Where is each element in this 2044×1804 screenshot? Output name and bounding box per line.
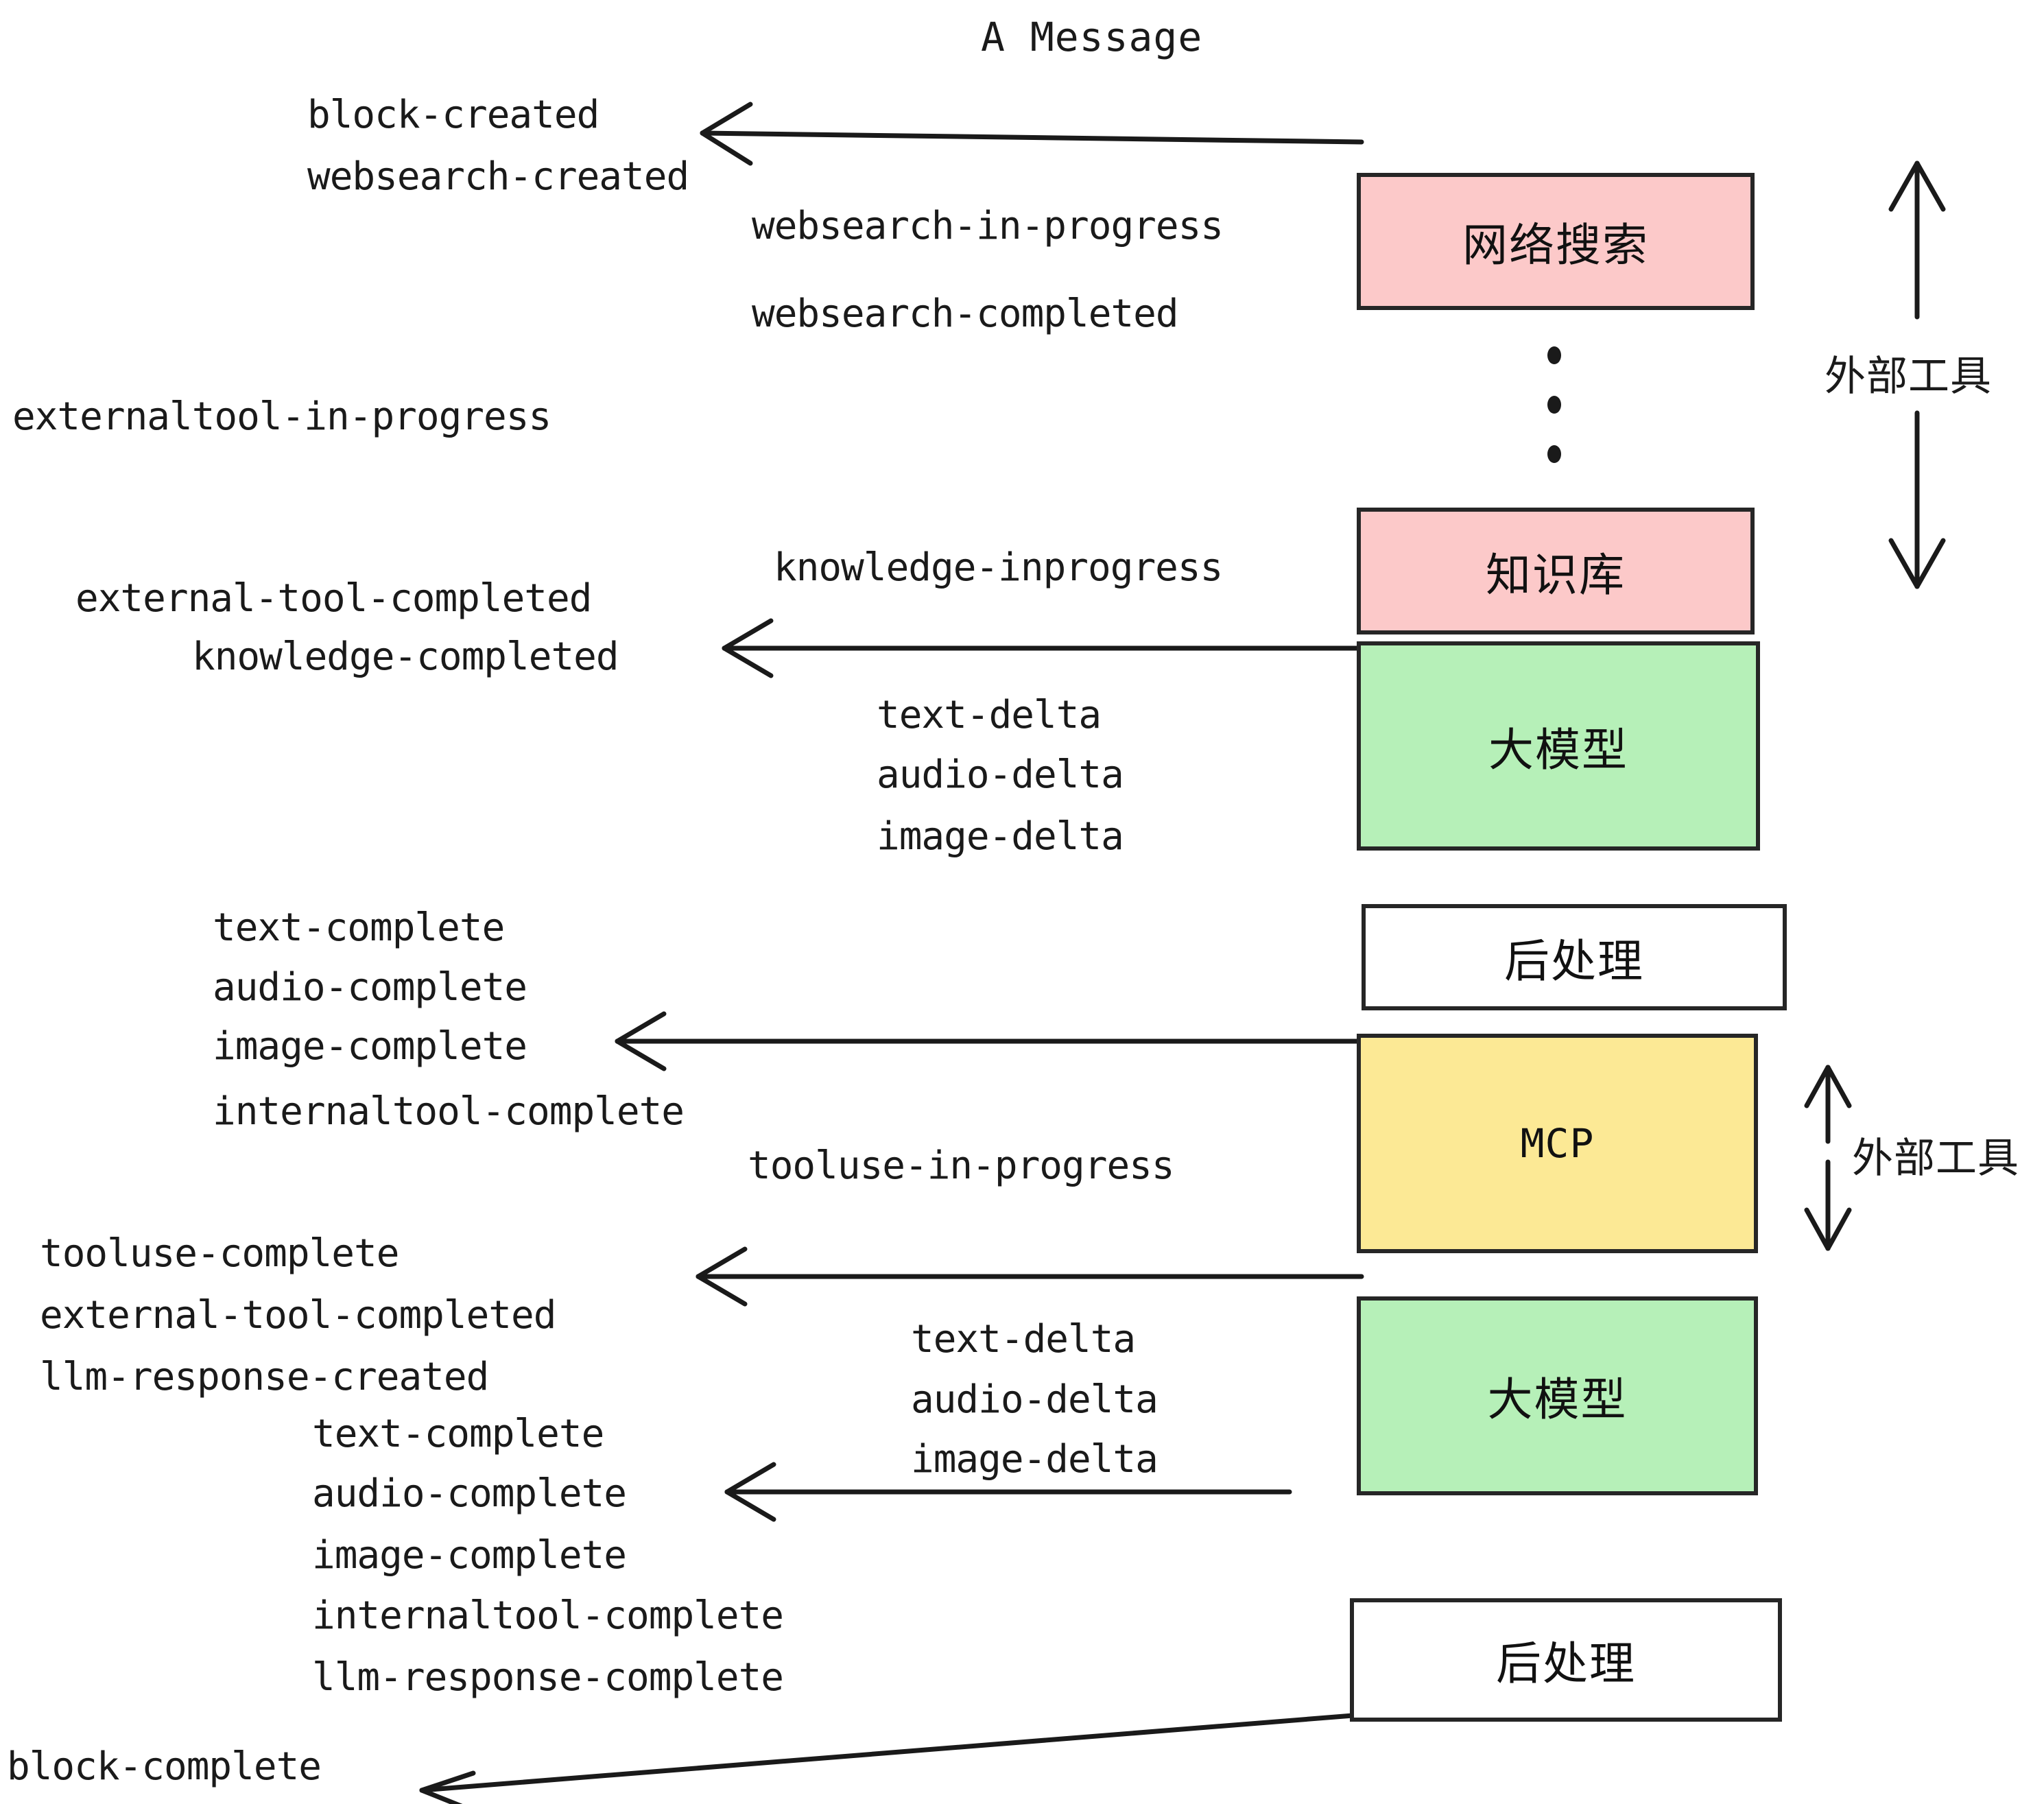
event-label-internaltool-complete-1: internaltool-complete [213,1089,685,1134]
event-label-block-complete: block-complete [7,1744,322,1789]
node-mcp-label: MCP [1520,1120,1595,1167]
event-label-text-complete-1: text-complete [213,905,505,950]
event-label-audio-delta-2: audio-delta [911,1377,1158,1422]
event-label-text-delta-2: text-delta [911,1317,1136,1362]
event-label-audio-complete-1: audio-complete [213,965,527,1010]
arrow-post2-to-blockcomplete [419,1712,1364,1793]
ellipsis-dot-icon [1547,445,1561,463]
side-label-external-tools-mcp: 外部工具 [1852,1135,2019,1183]
event-label-websearch-completed: websearch-completed [752,292,1179,336]
event-label-audio-complete-2: audio-complete [312,1471,627,1516]
event-label-externaltool-in-progress: externaltool-in-progress [12,394,551,439]
event-label-external-tool-completed-2: external-tool-completed [40,1293,556,1338]
node-llm-first-label: 大模型 [1488,723,1628,776]
event-label-tooluse-in-progress: tooluse-in-progress [748,1143,1175,1188]
ellipsis-dot-icon [1547,346,1561,364]
event-label-knowledge-inprogress: knowledge-inprogress [774,545,1223,590]
event-label-image-delta-1: image-delta [877,814,1124,859]
event-label-image-complete-2: image-complete [312,1533,627,1578]
node-knowledge[interactable]: 知识库 [1357,508,1755,634]
node-llm-first[interactable]: 大模型 [1357,641,1760,851]
node-postprocess-first-label: 后处理 [1504,934,1644,988]
event-label-llm-response-complete: llm-response-complete [312,1655,784,1700]
event-label-text-complete-2: text-complete [312,1412,604,1456]
node-knowledge-label: 知识库 [1486,548,1626,602]
diagram-title: A Message [981,14,1203,60]
node-postprocess-first[interactable]: 后处理 [1362,904,1787,1010]
event-label-websearch-created: websearch-created [307,154,689,199]
side-label-external-tools-top: 外部工具 [1825,353,1992,401]
node-llm-second-label: 大模型 [1487,1373,1628,1426]
event-label-image-complete-1: image-complete [213,1024,527,1069]
event-label-audio-delta-1: audio-delta [877,752,1124,797]
event-label-block-created: block-created [307,93,599,137]
arrow-websearch-to-blockcreated [700,130,1364,145]
ellipsis-dot-icon [1547,396,1561,414]
node-websearch[interactable]: 网络搜索 [1357,173,1755,310]
event-label-websearch-in-progress: websearch-in-progress [752,204,1224,248]
event-label-text-delta-1: text-delta [877,693,1102,737]
event-label-tooluse-complete: tooluse-complete [40,1231,399,1276]
event-label-internaltool-complete-2: internaltool-complete [312,1593,784,1638]
node-postprocess-second-label: 后处理 [1496,1637,1636,1690]
event-label-knowledge-completed: knowledge-completed [192,634,619,679]
event-label-external-tool-completed: external-tool-completed [75,576,592,621]
event-label-llm-response-created: llm-response-created [40,1355,489,1399]
node-websearch-label: 网络搜索 [1462,219,1649,272]
node-mcp[interactable]: MCP [1357,1034,1758,1253]
node-postprocess-second[interactable]: 后处理 [1350,1598,1782,1722]
node-llm-second[interactable]: 大模型 [1357,1296,1758,1495]
event-label-image-delta-2: image-delta [911,1437,1158,1482]
